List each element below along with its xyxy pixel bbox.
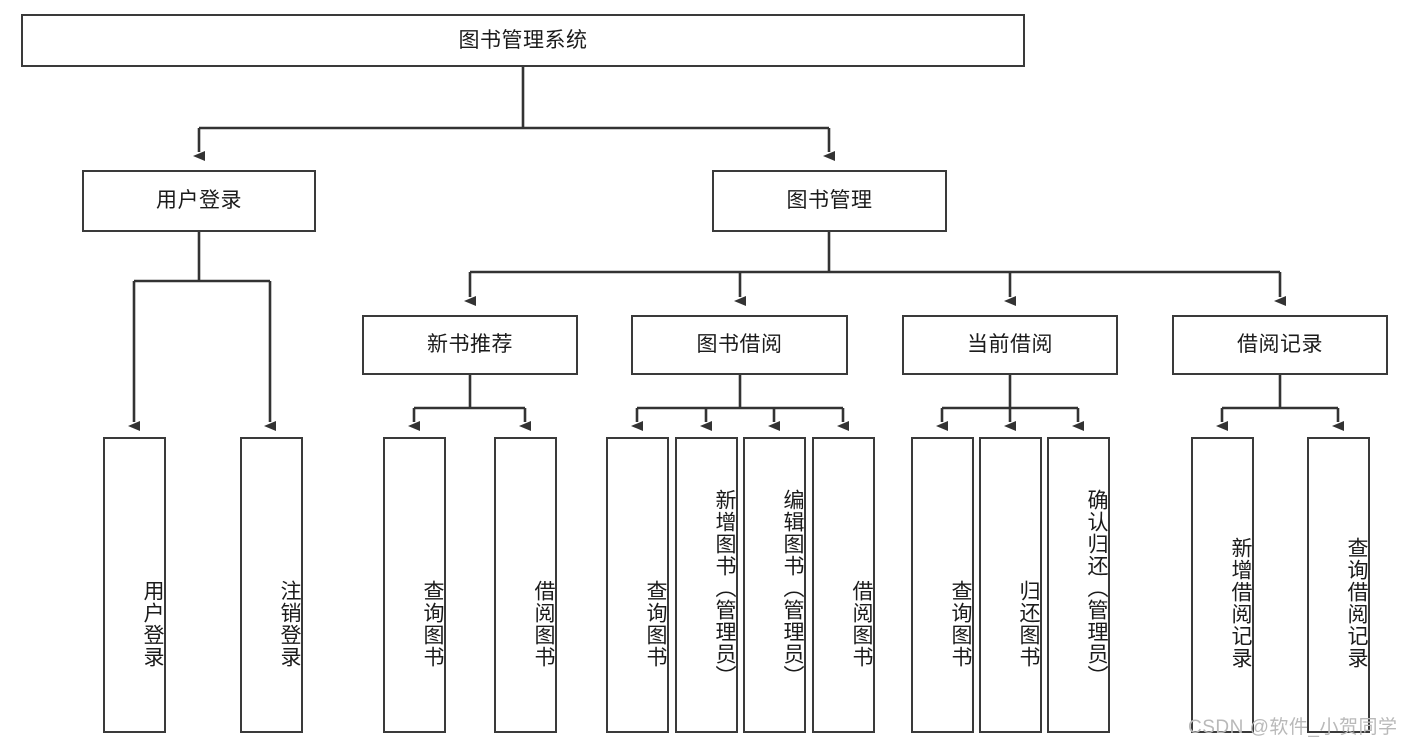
node-leaf-query-book-2[interactable]: 查询图书 (606, 437, 669, 733)
node-leaf-add-book[interactable]: 新增图书（管理员） (675, 437, 738, 733)
node-leaf-query-book-2-label: 查询图书 (644, 580, 667, 668)
node-book-management[interactable]: 图书管理 (712, 170, 947, 232)
node-leaf-user-login[interactable]: 用户登录 (103, 437, 166, 733)
node-leaf-add-record[interactable]: 新增借阅记录 (1191, 437, 1254, 733)
node-leaf-query-record[interactable]: 查询借阅记录 (1307, 437, 1370, 733)
node-leaf-edit-book[interactable]: 编辑图书（管理员） (743, 437, 806, 733)
node-leaf-borrow-book-1-label: 借阅图书 (532, 580, 555, 668)
node-leaf-borrow-book-2[interactable]: 借阅图书 (812, 437, 875, 733)
node-borrow-record-label: 借阅记录 (1237, 333, 1323, 357)
node-leaf-add-book-label: 新增图书（管理员） (713, 489, 736, 687)
node-leaf-user-login-label: 用户登录 (141, 580, 164, 668)
node-leaf-borrow-book-1[interactable]: 借阅图书 (494, 437, 557, 733)
node-book-borrow[interactable]: 图书借阅 (631, 315, 848, 375)
node-leaf-edit-book-label: 编辑图书（管理员） (781, 489, 804, 687)
node-new-book-recommend[interactable]: 新书推荐 (362, 315, 578, 375)
node-leaf-add-record-label: 新增借阅记录 (1229, 536, 1252, 669)
node-current-borrow-label: 当前借阅 (967, 333, 1053, 357)
node-leaf-confirm-return-label: 确认归还（管理员） (1085, 489, 1108, 687)
node-user-login-label: 用户登录 (156, 189, 242, 213)
node-leaf-query-book-3[interactable]: 查询图书 (911, 437, 974, 733)
node-leaf-logout-login[interactable]: 注销登录 (240, 437, 303, 733)
node-root-book-management-system[interactable]: 图书管理系统 (21, 14, 1025, 67)
node-leaf-query-record-label: 查询借阅记录 (1345, 536, 1368, 669)
node-root-label: 图书管理系统 (458, 28, 588, 52)
node-book-management-label: 图书管理 (786, 189, 873, 213)
csdn-watermark: CSDN @软件_小贺同学 (1188, 717, 1398, 738)
node-current-borrow[interactable]: 当前借阅 (902, 315, 1118, 375)
node-leaf-return-book-label: 归还图书 (1017, 580, 1040, 668)
node-user-login[interactable]: 用户登录 (82, 170, 316, 232)
node-leaf-query-book-1-label: 查询图书 (421, 580, 444, 668)
node-borrow-record[interactable]: 借阅记录 (1172, 315, 1388, 375)
node-leaf-confirm-return[interactable]: 确认归还（管理员） (1047, 437, 1110, 733)
node-leaf-query-book-1[interactable]: 查询图书 (383, 437, 446, 733)
node-book-borrow-label: 图书借阅 (696, 333, 783, 357)
node-leaf-logout-login-label: 注销登录 (278, 580, 301, 668)
node-leaf-borrow-book-2-label: 借阅图书 (850, 580, 873, 668)
node-new-book-recommend-label: 新书推荐 (427, 333, 513, 357)
node-leaf-query-book-3-label: 查询图书 (949, 580, 972, 668)
node-leaf-return-book[interactable]: 归还图书 (979, 437, 1042, 733)
